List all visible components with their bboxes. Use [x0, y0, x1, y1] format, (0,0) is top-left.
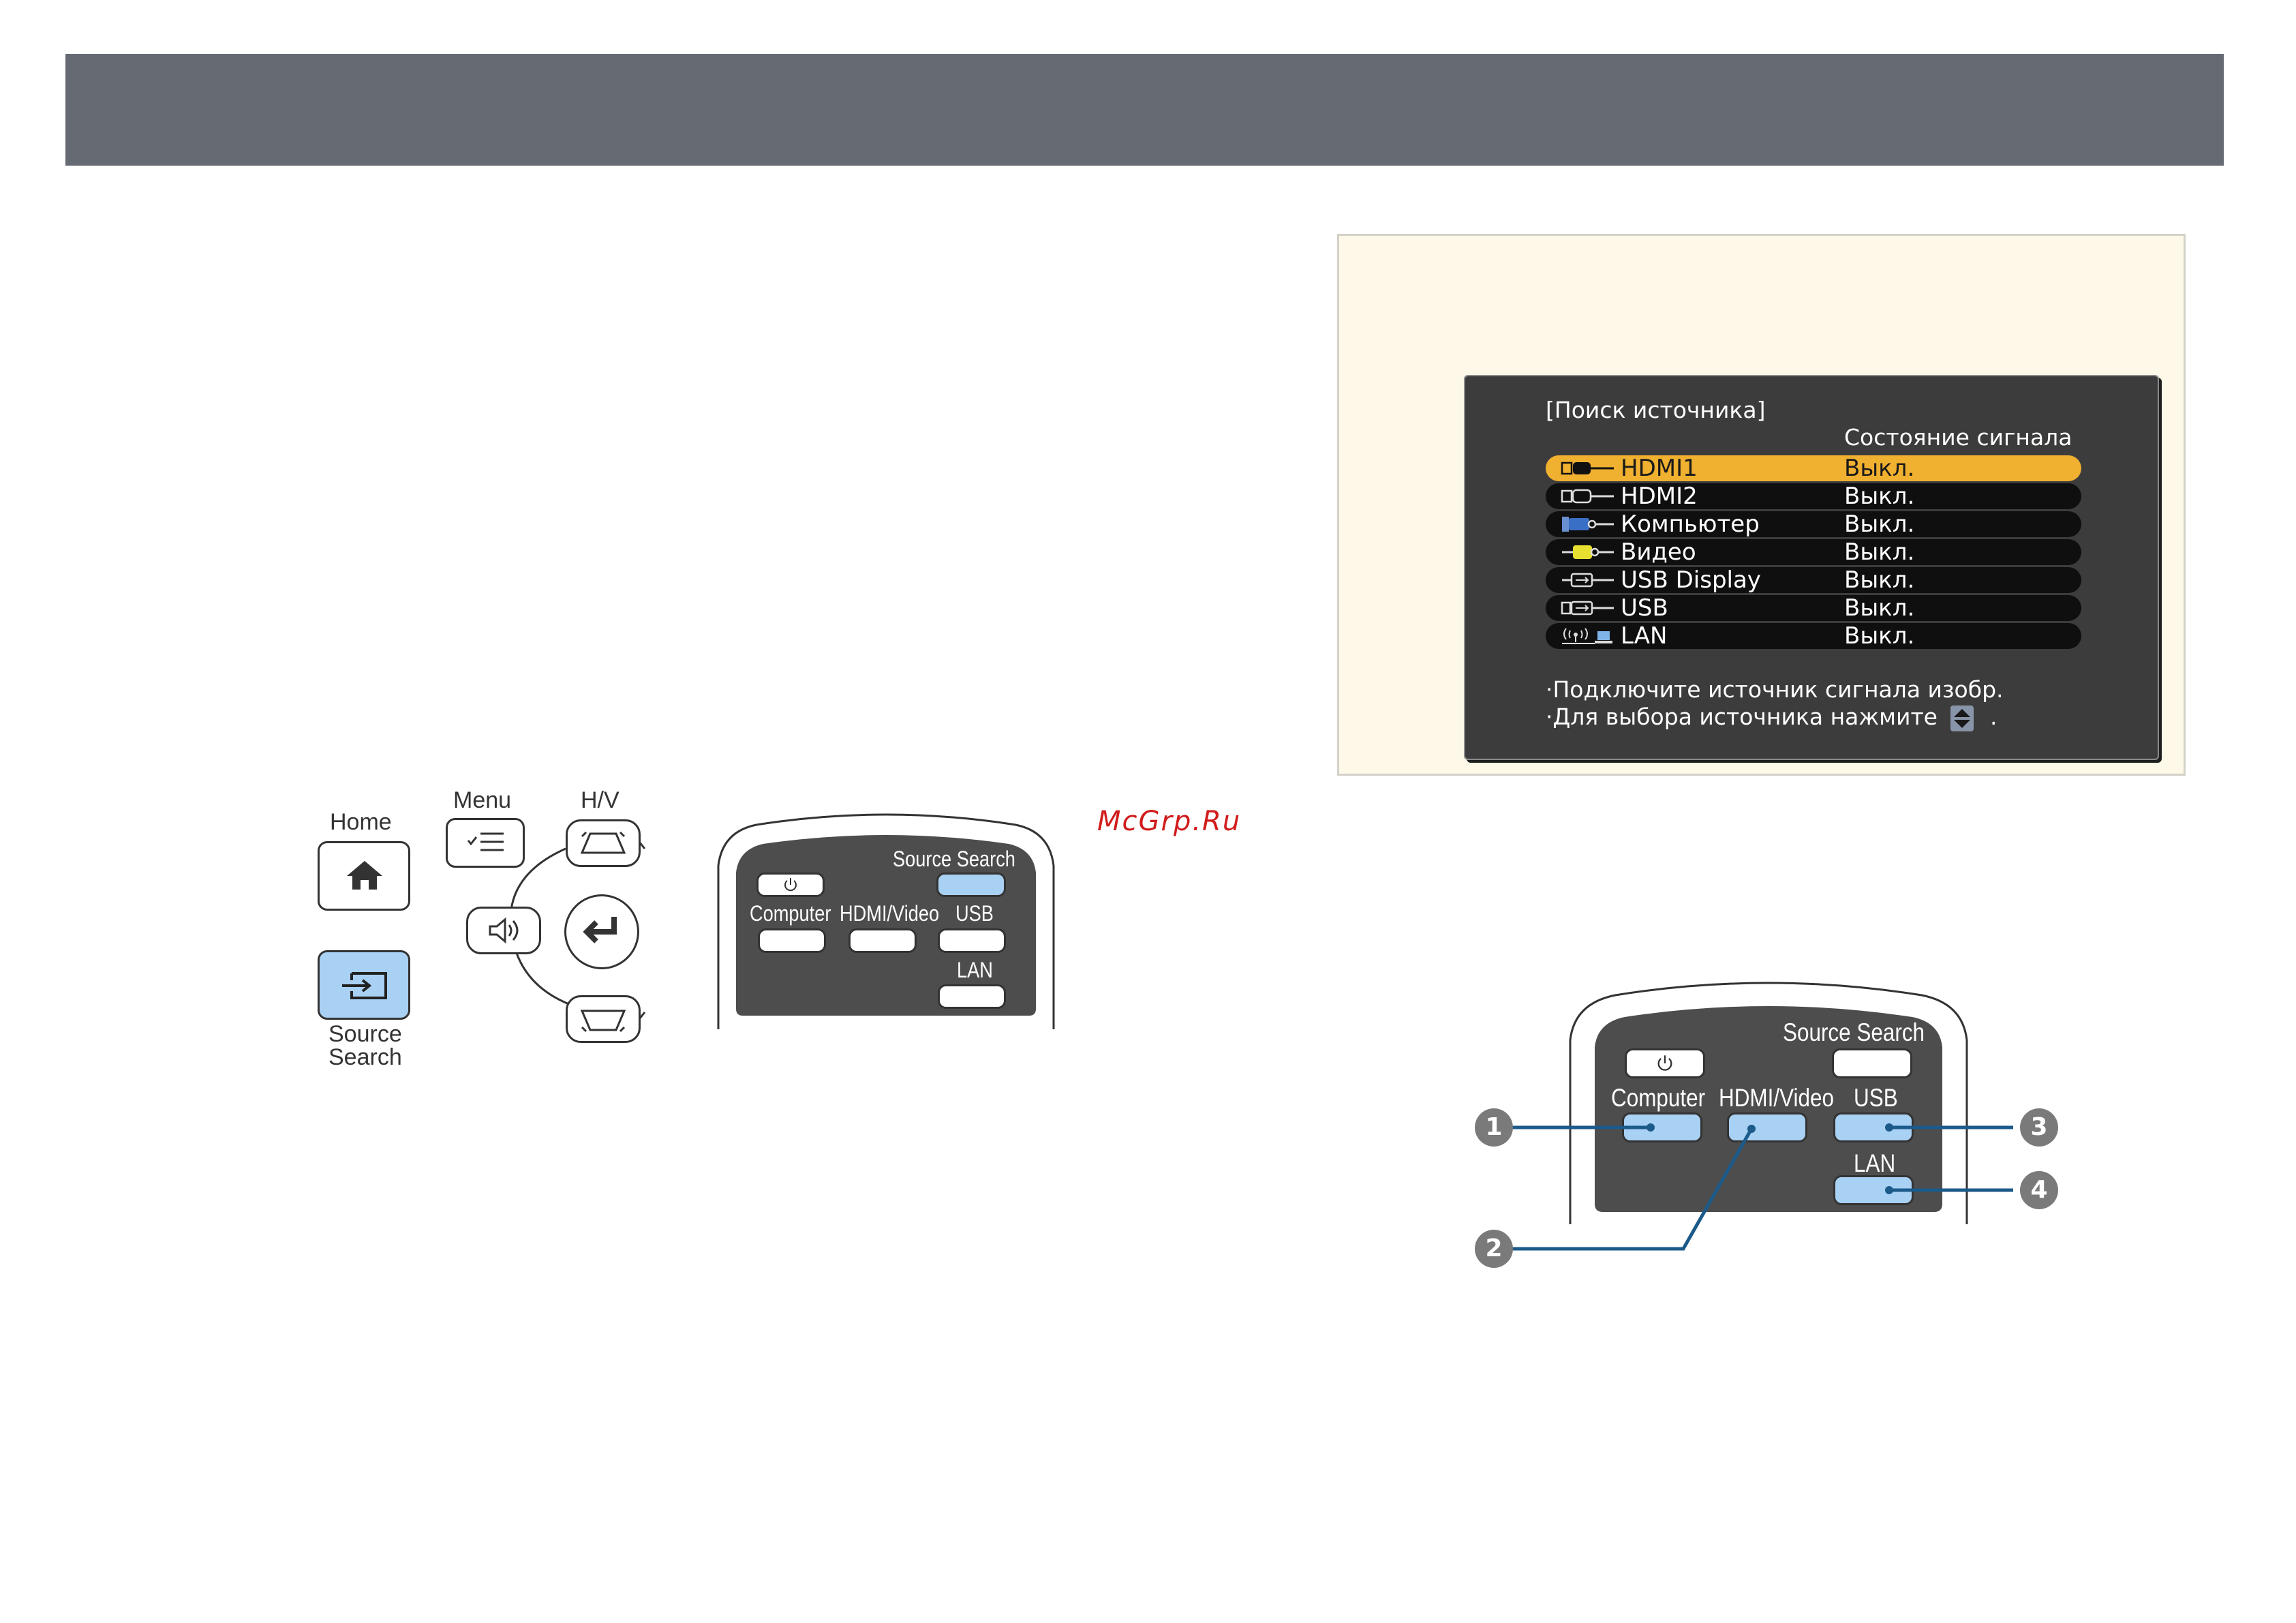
lan-key-label: LAN: [957, 958, 993, 982]
power-button[interactable]: [1625, 1048, 1705, 1078]
osd-row-usb[interactable]: USB Выкл.: [1546, 595, 2081, 621]
callout-1: 1: [1475, 1108, 1513, 1147]
hdmi-icon: [1561, 461, 1614, 475]
osd-row-status: Выкл.: [1844, 455, 1915, 482]
computer-key-label: Computer: [1611, 1084, 1706, 1112]
lan-key[interactable]: [938, 984, 1006, 1009]
osd-row-lan[interactable]: LAN Выкл.: [1546, 623, 2081, 649]
usb-key[interactable]: [938, 928, 1006, 953]
osd-row-status: Выкл.: [1844, 539, 1915, 566]
osd-hint-select: ·Для выбора источника нажмите .: [1546, 703, 1997, 732]
osd-row-label: HDMI2: [1621, 483, 1698, 510]
source-search-key-label: Source Search: [893, 847, 1015, 871]
osd-row-hdmi1[interactable]: HDMI1 Выкл.: [1546, 455, 2081, 481]
keystone-up-button[interactable]: [566, 819, 641, 867]
source-search-key[interactable]: [1832, 1048, 1912, 1078]
home-label: Home: [330, 809, 392, 835]
hv-label: H/V: [581, 787, 619, 813]
osd-row-label: USB: [1621, 594, 1668, 622]
power-button[interactable]: [756, 873, 825, 897]
usb-icon: [1562, 573, 1614, 588]
computer-key[interactable]: [758, 928, 826, 953]
osd-row-hdmi2[interactable]: HDMI2 Выкл.: [1546, 483, 2081, 509]
enter-arrow-icon: [583, 917, 617, 943]
osd-row-usb-display[interactable]: USB Display Выкл.: [1546, 567, 2081, 593]
home-icon: [347, 861, 382, 890]
source-search-key[interactable]: [936, 873, 1006, 897]
hdmi-icon: [1561, 489, 1614, 504]
menu-button[interactable]: [446, 818, 525, 868]
osd-row-status: Выкл.: [1844, 622, 1915, 650]
source-search-key-label: Source Search: [1783, 1018, 1925, 1046]
lan-key-label: LAN: [1854, 1149, 1896, 1177]
osd-row-label: HDMI1: [1621, 455, 1698, 482]
menu-list-icon: [467, 832, 504, 851]
keystone-down-button[interactable]: [566, 995, 641, 1043]
speaker-icon: [489, 917, 519, 944]
osd-row-status: Выкл.: [1844, 511, 1915, 538]
source-search-button[interactable]: [318, 950, 410, 1020]
menu-label: Menu: [453, 787, 512, 813]
source-search-screen: [Поиск источника] Состояние сигнала HDMI…: [1464, 375, 2159, 760]
osd-row-video[interactable]: Видео Выкл.: [1546, 539, 2081, 565]
wireless-lan-icon: [1562, 628, 1612, 644]
computer-key-label: Computer: [750, 901, 831, 926]
osd-row-label: Компьютер: [1621, 511, 1760, 538]
osd-row-computer[interactable]: Компьютер Выкл.: [1546, 511, 2081, 537]
usb-icon: [1561, 601, 1614, 616]
callout-4: 4: [2020, 1171, 2058, 1209]
osd-row-status: Выкл.: [1844, 594, 1915, 622]
hdmi-video-key-label: HDMI/Video: [840, 901, 940, 926]
callout-2: 2: [1475, 1230, 1513, 1268]
source-search-icon: [342, 972, 387, 999]
hdmi-video-key[interactable]: [1727, 1112, 1807, 1142]
osd-row-label: USB Display: [1621, 566, 1761, 594]
video-port-icon: [1562, 545, 1614, 559]
up-down-arrow-icon: [1950, 705, 1974, 731]
header-bar: [65, 54, 2224, 166]
usb-key-label: USB: [1854, 1084, 1898, 1112]
osd-row-status: Выкл.: [1844, 483, 1915, 510]
callout-lines: [1510, 1123, 2013, 1251]
hdmi-video-key-label: HDMI/Video: [1719, 1084, 1834, 1112]
osd-row-status: Выкл.: [1844, 566, 1915, 594]
watermark: McGrp.Ru: [1097, 806, 1242, 837]
osd-title: [Поиск источника]: [1546, 397, 1766, 423]
osd-row-label: LAN: [1621, 622, 1668, 650]
usb-key-label: USB: [955, 901, 994, 926]
home-button[interactable]: [318, 841, 410, 911]
osd-row-label: Видео: [1621, 539, 1696, 566]
keystone-up-icon: [580, 831, 626, 854]
power-icon: [784, 878, 797, 892]
callout-3: 3: [2020, 1108, 2058, 1147]
source-search-label: Source Search: [328, 1021, 402, 1070]
keystone-down-icon: [580, 1010, 626, 1033]
computer-port-icon: [1562, 517, 1614, 532]
power-icon: [1657, 1055, 1672, 1071]
osd-status-header: Состояние сигнала: [1844, 424, 2072, 451]
volume-button[interactable]: [466, 907, 541, 954]
enter-button[interactable]: [564, 894, 639, 969]
osd-hint-connect: ·Подключите источник сигнала изобр.: [1546, 676, 2004, 703]
hdmi-video-key[interactable]: [848, 928, 917, 953]
